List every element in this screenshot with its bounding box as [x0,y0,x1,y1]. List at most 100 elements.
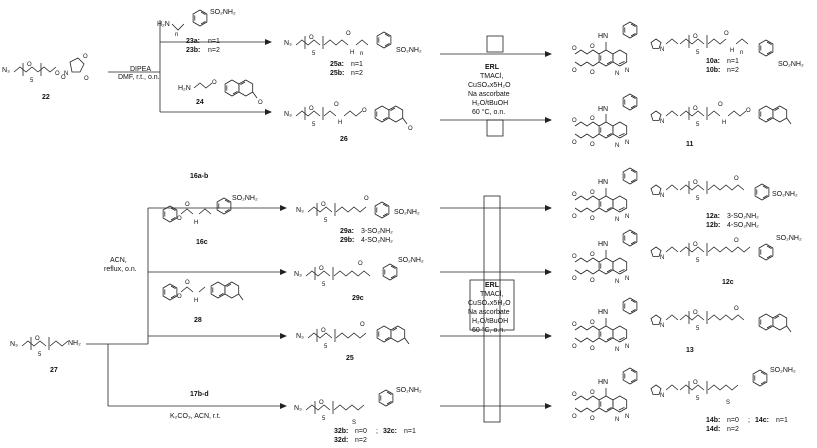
svg-text:CuSO₄x5H₂O: CuSO₄x5H₂O [468,82,511,89]
compound-25ab: N₃ 5 O H n SO₂NH₂ 25a: n=1 25b: n=2 [284,31,422,77]
compound-10ab: HN N 5 O H n SO₂NH₂ 10a: n=1 10b: n=2 [571,21,804,78]
svg-text:O: O [258,100,263,106]
svg-text:O: O [334,102,339,108]
svg-text:25b:: 25b: [330,70,344,77]
arrow-top-branch [108,20,272,115]
svg-text:11: 11 [686,141,694,148]
svg-text:O: O [346,31,351,37]
svg-text:O: O [185,202,190,208]
svg-text:O: O [362,108,367,114]
svg-text:5: 5 [696,122,700,128]
svg-text:N: N [64,71,68,77]
svg-text:H: H [722,120,726,126]
svg-text:N₃: N₃ [10,341,18,348]
svg-text:5: 5 [696,326,700,332]
svg-text:H₂O/tBuOH: H₂O/tBuOH [472,318,508,325]
svg-text:O: O [734,238,739,244]
svg-text:32b:: 32b: [334,428,348,435]
svg-text:23b:: 23b: [186,47,200,54]
svg-text:24: 24 [196,99,204,106]
svg-text:5: 5 [322,416,326,422]
svg-text:O: O [734,306,739,312]
bottom-conditions-1: ACN, [110,257,127,264]
compound-29ab: N₃ 5 O SO₂NH₂ 29a: 3-SO₂NH₂ 29b: 4-SO₂NH… [296,196,420,244]
erl-conditions-bottom: ERL TMACl, CuSO₄x5H₂O Na ascorbate H₂O/t… [440,195,552,423]
svg-text:SO₂NH₂: SO₂NH₂ [210,9,236,16]
svg-text:ERL: ERL [485,282,500,289]
svg-text:N₃: N₃ [294,271,302,278]
svg-text:23a:: 23a: [186,38,200,45]
compound-29c: N₃ 5 O SO₂NH₂ 29c [294,257,424,302]
svg-text:Na ascorbate: Na ascorbate [468,91,510,98]
svg-text:60 °C, o.n.: 60 °C, o.n. [472,326,505,334]
compound-26: N₃ 5 O H O O 26 [284,102,413,143]
svg-text:n=0: n=0 [355,428,367,435]
svg-text:n: n [740,50,743,56]
svg-text:25a:: 25a: [330,61,344,68]
svg-text:5: 5 [322,282,326,288]
svg-text:H: H [730,48,734,54]
svg-text:32d:: 32d: [334,437,348,444]
svg-text:N: N [660,193,664,199]
top-conditions-1: DIPEA [130,66,151,73]
svg-text:29c: 29c [352,295,364,302]
svg-text:n=0: n=0 [727,417,739,424]
svg-text:;: ; [748,417,750,424]
svg-text:14b:: 14b: [706,417,720,424]
svg-text:HN: HN [598,241,608,248]
reagent-24: H₂N O O 24 [178,79,263,106]
svg-text:S: S [352,420,356,426]
svg-text:O: O [84,76,89,82]
svg-text:13: 13 [686,347,694,354]
reagent-28: O O H 28 [162,280,244,324]
svg-text:12b:: 12b: [706,222,720,229]
svg-text:60 °C, o.n.: 60 °C, o.n. [472,108,505,116]
svg-text:O: O [364,196,369,202]
svg-text:n=2: n=2 [727,67,739,74]
label-22: 22 [42,94,50,101]
svg-text:SO₂NH₂: SO₂NH₂ [770,367,796,374]
svg-text:n=1: n=1 [776,417,788,424]
svg-text:SO₂NH₂: SO₂NH₂ [778,61,804,68]
svg-text:H: H [350,50,354,56]
svg-text:H: H [338,120,342,126]
erl-conditions-top: ERL TMACl, CuSO₄x5H₂O Na ascorbate H₂O/t… [440,35,552,137]
svg-text:S: S [726,400,730,406]
svg-text:H₂O/tBuOH: H₂O/tBuOH [472,100,508,107]
svg-text:N: N [660,393,664,399]
svg-text:SO₂NH₂: SO₂NH₂ [396,47,422,54]
label-17bd: 17b-d [190,391,209,398]
svg-text:O: O [83,54,88,60]
svg-text:5: 5 [324,218,328,224]
svg-text:HN: HN [598,33,608,40]
svg-text:12a:: 12a: [706,213,720,220]
svg-text:O: O [61,75,66,81]
svg-text:10b:: 10b: [706,67,720,74]
compound-12ab: HN N 5 O SO₂NH₂ 12a: 3-SO₂NH₂ 12b: 4-SO₂… [571,167,798,229]
arrow-bottom-branch [86,205,287,409]
svg-text:N: N [660,255,664,261]
svg-text:16c: 16c [196,239,208,246]
svg-text:14c:: 14c: [755,417,769,424]
svg-text:14d:: 14d: [706,426,720,433]
svg-text:O: O [746,108,751,114]
svg-text:N₃: N₃ [284,40,292,47]
svg-text:4-SO₂NH₂: 4-SO₂NH₂ [361,237,393,244]
svg-text:N₃: N₃ [284,111,292,118]
reagent-17-conditions: K₂CO₃, ACN, r.t. [170,413,221,420]
svg-text:29b:: 29b: [340,237,354,244]
svg-text:n: n [360,51,363,57]
svg-text:29a:: 29a: [340,228,354,235]
svg-text:12c: 12c [722,279,734,286]
label-16ab: 16a-b [190,173,208,180]
svg-text:HN: HN [598,179,608,186]
svg-text:5: 5 [696,50,700,56]
top-conditions-2: DMF, r.t., o.n. [118,74,160,81]
svg-text:Na ascorbate: Na ascorbate [468,309,510,316]
svg-text:SO₂NH₂: SO₂NH₂ [772,191,798,198]
svg-text:n=2: n=2 [351,70,363,77]
svg-text:5: 5 [312,51,316,57]
svg-text:H: H [194,220,198,226]
svg-text:n=1: n=1 [208,38,220,45]
